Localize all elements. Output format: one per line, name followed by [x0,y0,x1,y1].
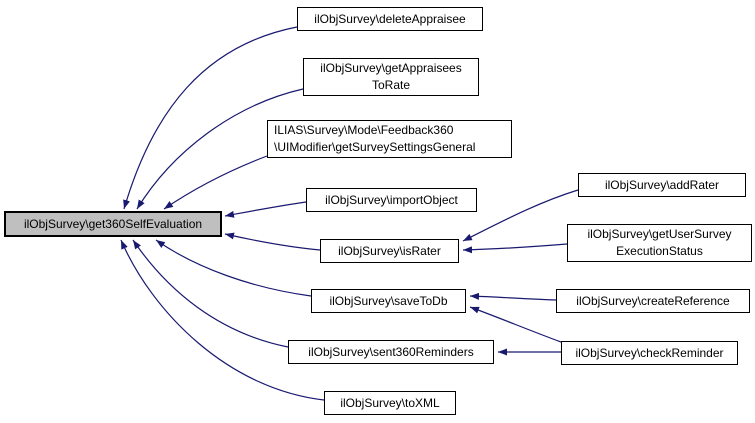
node-label: ilObjSurvey\deleteAppraisee [314,11,466,26]
node-label: ilObjSurvey\importObject [325,192,458,207]
node-label: ilObjSurvey\sent360Reminders [308,344,474,359]
node-toXML[interactable]: ilObjSurvey\toXML [324,391,456,415]
node-isRater[interactable]: ilObjSurvey\isRater [320,239,459,263]
node-label: ilObjSurvey\get360SelfEvaluation [23,216,203,231]
node-createReference[interactable]: ilObjSurvey\createReference [556,289,750,313]
node-importObject[interactable]: ilObjSurvey\importObject [306,188,477,212]
edge-deleteAppraisee-to-get360SelfEvaluation [123,26,298,210]
edge-isRater-to-get360SelfEvaluation [224,232,321,251]
node-label: ilObjSurvey\toXML [340,395,440,410]
node-checkReminder[interactable]: ilObjSurvey\checkReminder [561,341,738,365]
node-deleteAppraisee[interactable]: ilObjSurvey\deleteAppraisee [297,7,483,31]
edge-toXML-to-get360SelfEvaluation [120,239,325,401]
node-label: ilObjSurvey\getAppraisees ToRate [320,61,462,92]
node-sent360Reminders[interactable]: ilObjSurvey\sent360Reminders [288,340,494,364]
node-label: ilObjSurvey\checkReminder [575,345,724,360]
edge-saveToDb-to-get360SelfEvaluation [155,239,312,297]
edge-importObject-to-get360SelfEvaluation [224,201,307,218]
edge-getUserSurveyExecutionStatus-to-isRater [462,243,568,254]
node-label: ilObjSurvey\addRater [604,177,720,192]
node-getUserSurveyExecutionStatus[interactable]: ilObjSurvey\getUserSurvey ExecutionStatu… [567,224,752,262]
node-addRater[interactable]: ilObjSurvey\addRater [578,173,746,197]
edge-getSurveySettingsGeneral-to-get360SelfEvaluation [163,155,268,210]
node-label: ilObjSurvey\isRater [338,243,441,258]
edge-checkReminder-to-saveToDb [469,306,562,343]
node-label: ilObjSurvey\getUserSurvey ExecutionStatu… [587,227,732,258]
edge-sent360Reminders-to-get360SelfEvaluation [132,239,289,348]
node-saveToDb[interactable]: ilObjSurvey\saveToDb [311,289,466,313]
node-getSurveySettingsGeneral[interactable]: ILIAS\Survey\Mode\Feedback360 \UIModifie… [267,120,512,158]
node-label: ilObjSurvey\saveToDb [329,293,448,308]
node-label: ILIAS\Survey\Mode\Feedback360 \UIModifie… [274,123,476,154]
node-label: ilObjSurvey\createReference [576,293,730,308]
edge-createReference-to-saveToDb [469,292,557,301]
edge-addRater-to-isRater [462,189,579,242]
node-getAppraiseesToRate[interactable]: ilObjSurvey\getAppraisees ToRate [303,58,479,96]
node-get360SelfEvaluation[interactable]: ilObjSurvey\get360SelfEvaluation [4,211,222,237]
